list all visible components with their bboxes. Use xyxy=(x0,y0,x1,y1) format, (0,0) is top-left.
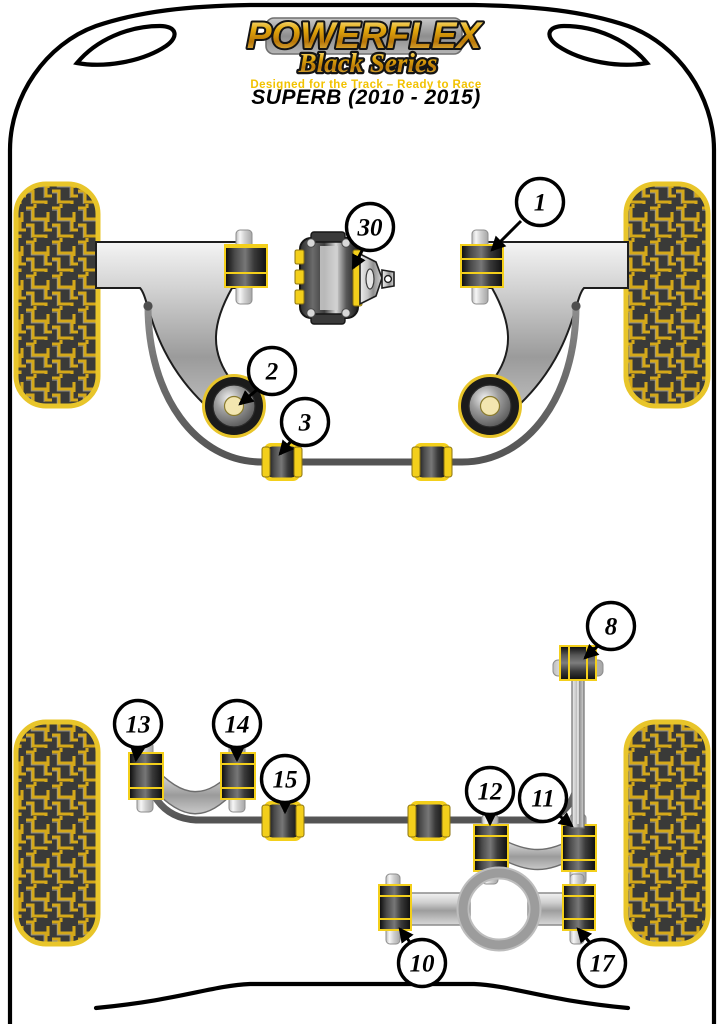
callout-number: 1 xyxy=(534,190,547,217)
front-arb-bush-right xyxy=(411,443,453,481)
front-right-lower-arm-bush xyxy=(458,374,522,438)
rear-subframe-front-bush xyxy=(378,873,412,945)
callout-11[interactable]: 11 xyxy=(517,772,574,828)
callout-30[interactable]: 30 xyxy=(344,201,396,270)
callout-17[interactable]: 17 xyxy=(576,927,628,989)
callout-10[interactable]: 10 xyxy=(396,927,448,989)
callout-bubble[interactable] xyxy=(112,698,164,750)
powerflex-logo: POWERFLEX POWERFLEX Black Series Black S… xyxy=(245,13,486,91)
series-name-shadow: Black Series xyxy=(298,48,438,78)
callout-number: 11 xyxy=(531,786,555,813)
callout-bubble[interactable] xyxy=(464,765,516,817)
callout-bubble[interactable] xyxy=(576,937,628,989)
callout-15[interactable]: 15 xyxy=(259,753,311,815)
callout-8[interactable]: 8 xyxy=(583,600,637,660)
callout-number: 12 xyxy=(478,779,503,806)
callout-3[interactable]: 3 xyxy=(278,396,331,456)
rear-shock-absorber xyxy=(571,671,585,829)
rear-subframe-rear-bush xyxy=(562,873,596,945)
rear-shock-upper-bush xyxy=(552,645,604,681)
callout-14[interactable]: 14 xyxy=(211,698,263,763)
rear-right-tyre xyxy=(623,719,711,947)
callout-number: 17 xyxy=(590,951,617,978)
callout-bubble[interactable] xyxy=(396,937,448,989)
callout-13[interactable]: 13 xyxy=(112,698,164,763)
callout-12[interactable]: 12 xyxy=(464,765,516,827)
front-right-tyre xyxy=(623,181,711,409)
callout-bubble[interactable] xyxy=(259,753,311,805)
arb-left-end xyxy=(143,301,153,311)
callout-arrow xyxy=(490,219,523,252)
series-name: Black Series xyxy=(298,48,438,78)
callout-bubble[interactable] xyxy=(514,176,566,228)
callout-arrow xyxy=(278,439,294,456)
rear-upper-link-inner-bush xyxy=(128,741,164,813)
callout-number: 13 xyxy=(126,712,151,739)
callout-bubble[interactable] xyxy=(517,772,569,824)
callout-number: 30 xyxy=(357,215,384,242)
rear-left-tyre xyxy=(13,719,101,947)
rear-arb-bush-right xyxy=(407,801,451,841)
front-anti-roll-bar xyxy=(144,302,580,466)
callout-number: 2 xyxy=(265,359,279,386)
callout-bubble[interactable] xyxy=(344,201,396,253)
callout-bubble[interactable] xyxy=(279,396,331,448)
front-left-lower-arm-bush xyxy=(202,374,266,438)
brand-name: POWERFLEX xyxy=(247,15,484,56)
arb-right-end xyxy=(571,301,581,311)
front-left-arm-front-bush xyxy=(224,229,268,305)
callout-bubble[interactable] xyxy=(585,600,637,652)
callout-number: 15 xyxy=(273,767,298,794)
callout-2[interactable]: 2 xyxy=(238,345,298,406)
vehicle-body-outline xyxy=(7,2,717,1024)
front-left-tyre xyxy=(13,181,101,409)
callout-number: 10 xyxy=(410,951,436,978)
brand-name-shadow: POWERFLEX xyxy=(247,15,484,56)
page-title: SUPERB (2010 - 2015) xyxy=(251,86,480,109)
callout-arrow xyxy=(238,387,259,406)
callout-bubble[interactable] xyxy=(246,345,298,397)
callout-number: 8 xyxy=(605,614,618,641)
brand-tagline: Designed for the Track – Ready to Race xyxy=(250,79,481,91)
callout-number: 14 xyxy=(225,712,250,739)
wing-mirrors xyxy=(73,23,651,67)
logo-plate xyxy=(265,17,463,55)
front-right-arm-front-bush xyxy=(460,229,504,305)
callout-1[interactable]: 1 xyxy=(490,176,566,252)
callout-bubble[interactable] xyxy=(211,698,263,750)
callout-number: 3 xyxy=(298,410,312,437)
